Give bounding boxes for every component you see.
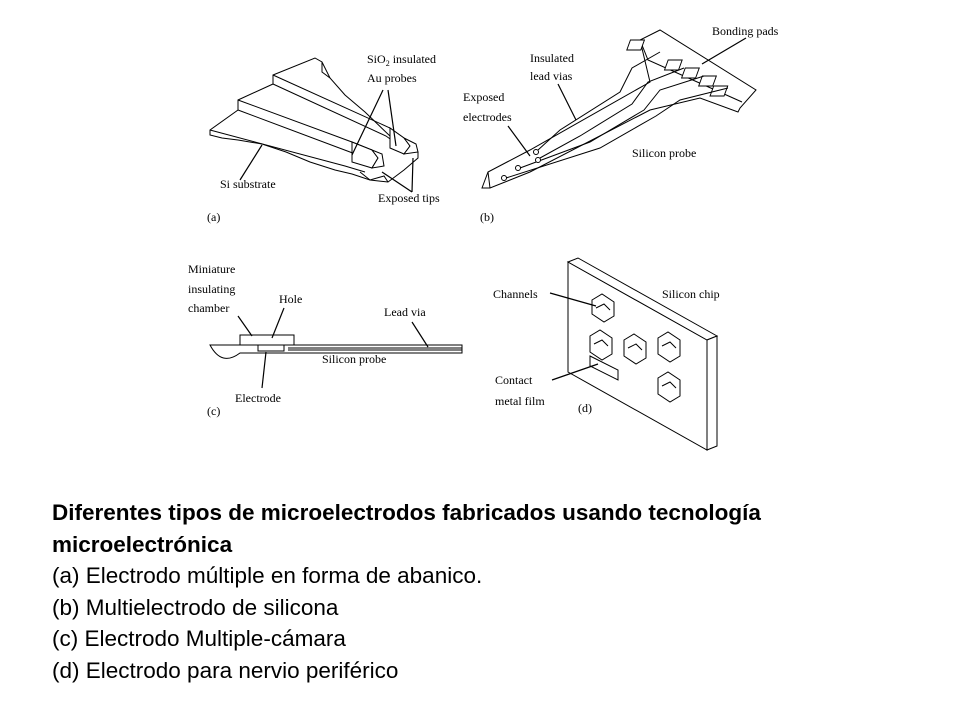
leader-electrode — [261, 351, 267, 389]
label-hole: Hole — [279, 292, 302, 306]
bonding-pad-4 — [698, 75, 718, 87]
electrode-1 — [533, 149, 539, 155]
label-miniature: Miniature — [188, 262, 235, 276]
leader-contact-film — [551, 363, 599, 381]
caption-item-d: (d) Electrodo para nervio periférico — [52, 657, 399, 683]
channel-3 — [623, 333, 647, 365]
bonding-pad-2 — [663, 59, 683, 71]
channel-1 — [591, 293, 615, 323]
label-au-probes: Au probes — [367, 71, 417, 85]
label-insulated: Insulated — [530, 51, 574, 65]
leader-electrodes — [507, 125, 531, 157]
caption-item-b: (b) Multielectrodo de silicona — [52, 594, 339, 620]
electrode-4 — [501, 175, 507, 181]
substrate-front-edge — [209, 129, 366, 173]
label-metal-film: metal film — [495, 394, 545, 408]
leader-exposed-tips-1 — [381, 171, 413, 193]
channel-5 — [657, 371, 681, 403]
label-channels: Channels — [493, 287, 538, 301]
electrode-pad — [257, 344, 285, 352]
tip-underside — [359, 171, 389, 183]
lead-via-4 — [505, 87, 729, 179]
contact-metal-film — [589, 355, 619, 381]
silicon-probe-shape — [481, 29, 757, 189]
channel-4 — [657, 331, 681, 363]
panel-b-silicon-multielectrode: Bonding pads Insulated lead vias Exposed… — [463, 24, 779, 224]
caption-title-line-2: microelectrónica — [52, 531, 233, 557]
panel-a-tag: (a) — [207, 210, 220, 224]
label-electrode: Electrode — [235, 391, 281, 405]
channel-4-inner — [661, 341, 677, 349]
leader-lead-via — [411, 321, 429, 348]
leader-lead-vias — [557, 83, 577, 121]
channel-5-inner — [661, 381, 677, 389]
panel-d-peripheral-nerve: Channels Silicon chip Contact metal film… — [493, 257, 720, 451]
leader-exposed-tips-2 — [411, 157, 414, 193]
panel-c-multiple-chamber: Miniature insulating chamber Hole Lead v… — [188, 262, 463, 418]
electrode-3 — [515, 165, 521, 171]
lead-via-3 — [519, 75, 705, 169]
channel-2-inner — [593, 339, 609, 347]
panel-d-tag: (d) — [578, 401, 592, 415]
label-exposed: Exposed — [463, 90, 504, 104]
microelectrode-diagram: SiO2 insulated Au probes Si substrate Ex… — [188, 24, 779, 451]
label-contact: Contact — [495, 373, 533, 387]
caption-title-line-1: Diferentes tipos de microelectrodos fabr… — [52, 500, 761, 525]
panel-a-fan-electrode: SiO2 insulated Au probes Si substrate Ex… — [207, 52, 440, 224]
panel-c-tag: (c) — [207, 404, 220, 418]
channel-1-inner — [595, 303, 611, 311]
channel-3-inner — [627, 343, 643, 351]
label-bonding-pads: Bonding pads — [712, 24, 779, 38]
label-silicon-probe-b: Silicon probe — [632, 146, 696, 160]
bonding-pad-3 — [680, 67, 700, 79]
caption-item-c: (c) Electrodo Multiple-cámara — [52, 626, 346, 651]
label-exposed-tips: Exposed tips — [378, 191, 440, 205]
figure-caption: Diferentes tipos de microelectrodos fabr… — [52, 497, 932, 686]
probe-base-edge — [639, 39, 743, 103]
bonding-pad-5 — [709, 85, 729, 97]
exposed-tip-2 — [402, 137, 419, 155]
leader-hole — [271, 307, 285, 339]
probe-tip-edge — [487, 171, 491, 189]
label-lead-vias: lead vias — [530, 69, 573, 83]
exposed-tip-1 — [370, 148, 385, 169]
panel-b-tag: (b) — [480, 210, 494, 224]
lead-via-1 — [537, 51, 661, 151]
caption-item-a: (a) Electrodo múltiple en forma de abani… — [52, 563, 483, 588]
channel-2 — [589, 329, 613, 361]
label-sio2-insulated: SiO2 insulated — [367, 52, 436, 68]
label-electrodes: electrodes — [463, 110, 512, 124]
electrode-2 — [535, 157, 541, 163]
bonding-pad-1 — [626, 39, 646, 51]
substrate-back-edge — [321, 62, 331, 79]
lead-via-2 — [539, 67, 685, 159]
leader-bonding-pads — [701, 37, 747, 65]
leader-channels — [549, 292, 597, 307]
label-si-substrate: Si substrate — [220, 177, 276, 191]
label-lead-via: Lead via — [384, 305, 426, 319]
label-silicon-chip: Silicon chip — [662, 287, 720, 301]
label-insulating: insulating — [188, 282, 235, 296]
leader-si-substrate — [239, 144, 263, 181]
silicon-chip-side — [706, 335, 718, 451]
label-chamber: chamber — [188, 301, 229, 315]
label-silicon-probe-c: Silicon probe — [322, 352, 386, 366]
leader-chamber — [237, 315, 253, 337]
leader-sio2-2 — [387, 89, 397, 147]
leader-sio2-1 — [351, 89, 384, 156]
insulating-chamber — [239, 334, 295, 346]
